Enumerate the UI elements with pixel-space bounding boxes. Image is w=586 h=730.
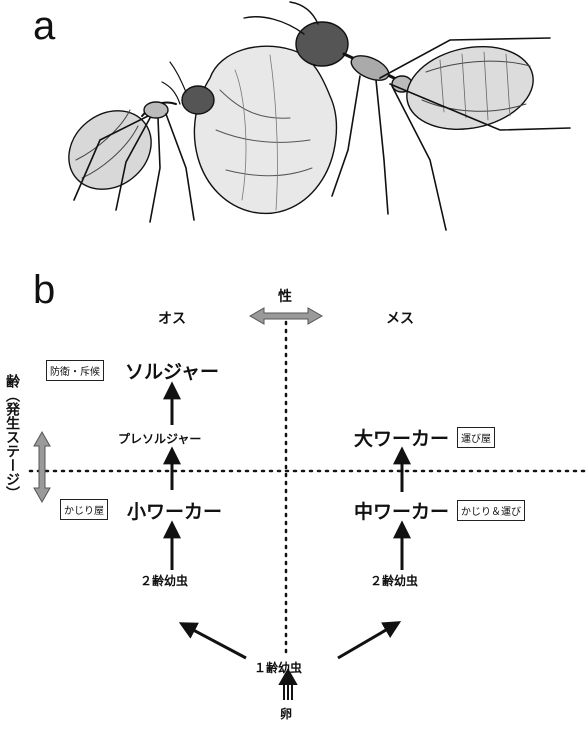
caste-medium-worker: 中ワーカー xyxy=(354,497,449,524)
arrow-instar1-to-instar2-right xyxy=(338,623,398,658)
caste-instar1: １齢幼虫 xyxy=(254,659,302,676)
stage-axis-double-arrow xyxy=(34,432,50,502)
egg-label: 卵 xyxy=(280,705,292,722)
caste-instar2-right: ２齢幼虫 xyxy=(370,572,418,589)
caste-presoldier: プレソルジャー xyxy=(118,430,201,447)
caste-small-worker: 小ワーカー xyxy=(127,497,222,524)
caste-soldier: ソルジャー xyxy=(125,357,219,384)
caste-large-worker: 大ワーカー xyxy=(354,424,449,451)
arrow-instar1-to-instar2-left xyxy=(182,624,246,658)
caste-instar2-left: ２齢幼虫 xyxy=(140,572,188,589)
role-box-carrier: 運び屋 xyxy=(457,427,495,448)
stage-axis-label: 齢（発生ステージ） xyxy=(2,374,22,500)
role-box-cutter-carrier: かじり＆運び xyxy=(457,500,525,521)
female-label: メス xyxy=(386,308,414,328)
sex-axis-label: 性 xyxy=(278,286,292,306)
role-box-cutter-small: かじり屋 xyxy=(60,499,108,520)
role-box-defense: 防衛・斥候 xyxy=(46,360,104,381)
male-label: オス xyxy=(158,308,186,328)
